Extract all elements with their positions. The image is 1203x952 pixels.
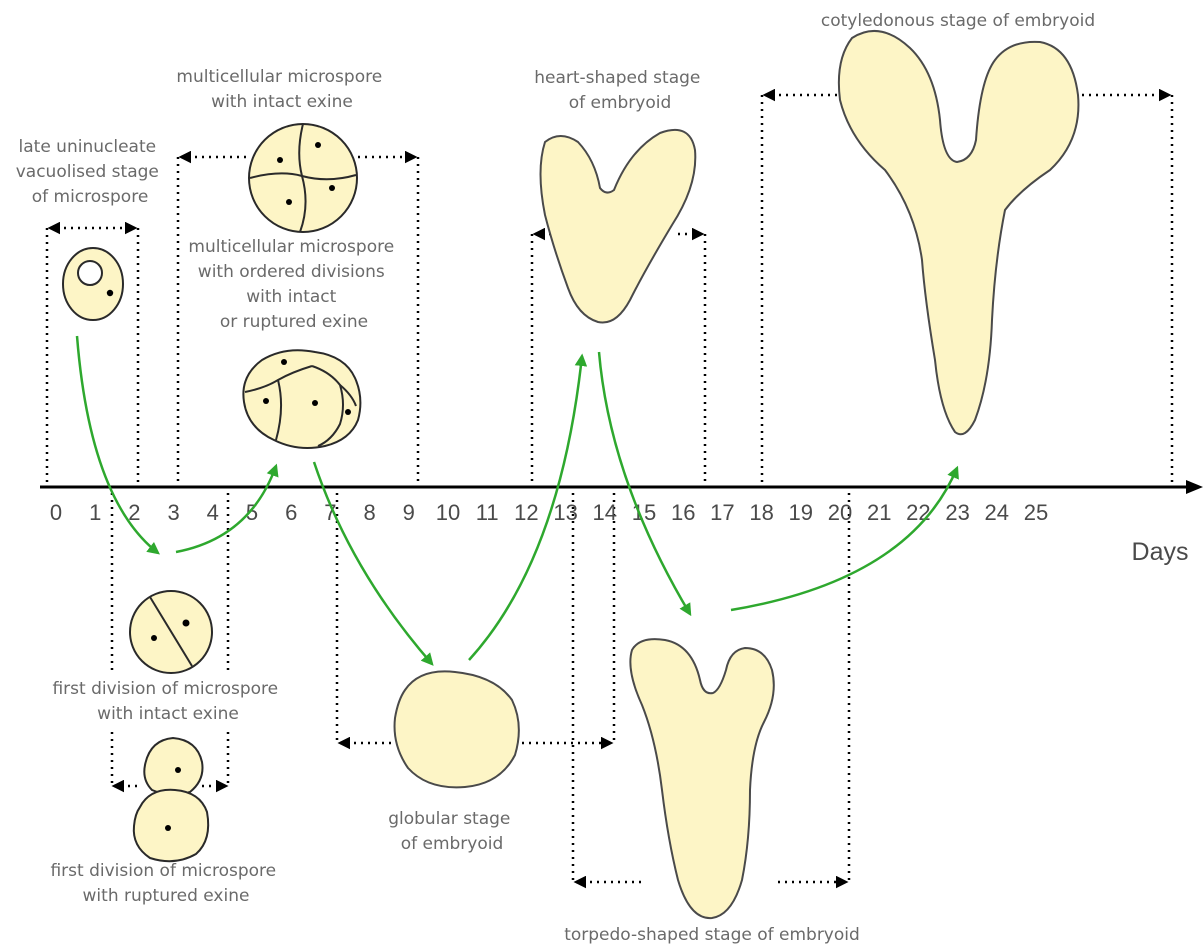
axis-tick-label: 19 [789,500,813,525]
label-globular: globular stage of embryoid [388,809,516,854]
axis-tick-label: 20 [828,500,852,525]
label-late-uninucleate: late uninucleate vacuolised stage of mic… [16,137,165,207]
late-uninucleate-microspore [63,248,123,320]
arrow-torpedo-to-cotyledonous [731,468,957,610]
axis-tick-label: 9 [403,500,415,525]
arrow-heart-to-torpedo [599,352,690,614]
axis-tick-label: 24 [985,500,1009,525]
multicellular-microspore-ordered-divisions [243,350,360,448]
axis-tick-label: 12 [514,500,538,525]
axis-tick-label: 23 [945,500,969,525]
label-multicellular-ordered: multicellular microspore with ordered di… [188,237,399,332]
axis-tick-label: 4 [207,500,219,525]
vacuole [78,261,102,285]
first-division-ruptured-exine [134,738,208,861]
axis-tick-label: 0 [50,500,62,525]
label-heart-shaped: heart-shaped stage of embryoid [534,68,706,113]
cotyledonous-embryoid [839,31,1079,434]
axis-tick-label: 16 [671,500,695,525]
axis-tick-label: 14 [593,500,617,525]
axis-tick-label: 17 [710,500,734,525]
axis-tick-label: 18 [749,500,773,525]
heart-shaped-embryoid [541,130,696,323]
axis-tick-label: 13 [553,500,577,525]
axis-arrow-head [1186,480,1203,494]
axis-tick-label: 3 [167,500,179,525]
axis-tick-label: 25 [1024,500,1048,525]
label-cotyledonous: cotyledonous stage of embryoid [821,11,1095,31]
globular-embryoid [395,671,519,787]
first-division-intact-exine [130,591,212,673]
axis-tick-label: 1 [89,500,101,525]
torpedo-shaped-embryoid [630,639,773,918]
nucleus [107,290,113,296]
arrow-first-division-to-multicellular [176,466,276,552]
label-torpedo-shaped: torpedo-shaped stage of embryoid [564,925,860,945]
label-multicellular-intact: multicellular microspore with intact exi… [176,67,387,112]
axis-tick-label: 2 [128,500,140,525]
axis-tick-label: 11 [476,500,499,525]
multicellular-microspore-intact [249,124,357,232]
axis-tick-label: 21 [867,500,891,525]
axis-tick-label: 8 [363,500,375,525]
label-first-division-intact: first division of microspore with intact… [52,679,283,724]
label-first-division-ruptured: first division of microspore with ruptur… [50,861,281,906]
axis-tick-label: 6 [285,500,297,525]
axis-tick-label: 10 [436,500,460,525]
axis-unit-label: Days [1132,538,1189,566]
axis-tick-label: 22 [906,500,930,525]
arrow-multicellular-to-globular [314,462,432,664]
